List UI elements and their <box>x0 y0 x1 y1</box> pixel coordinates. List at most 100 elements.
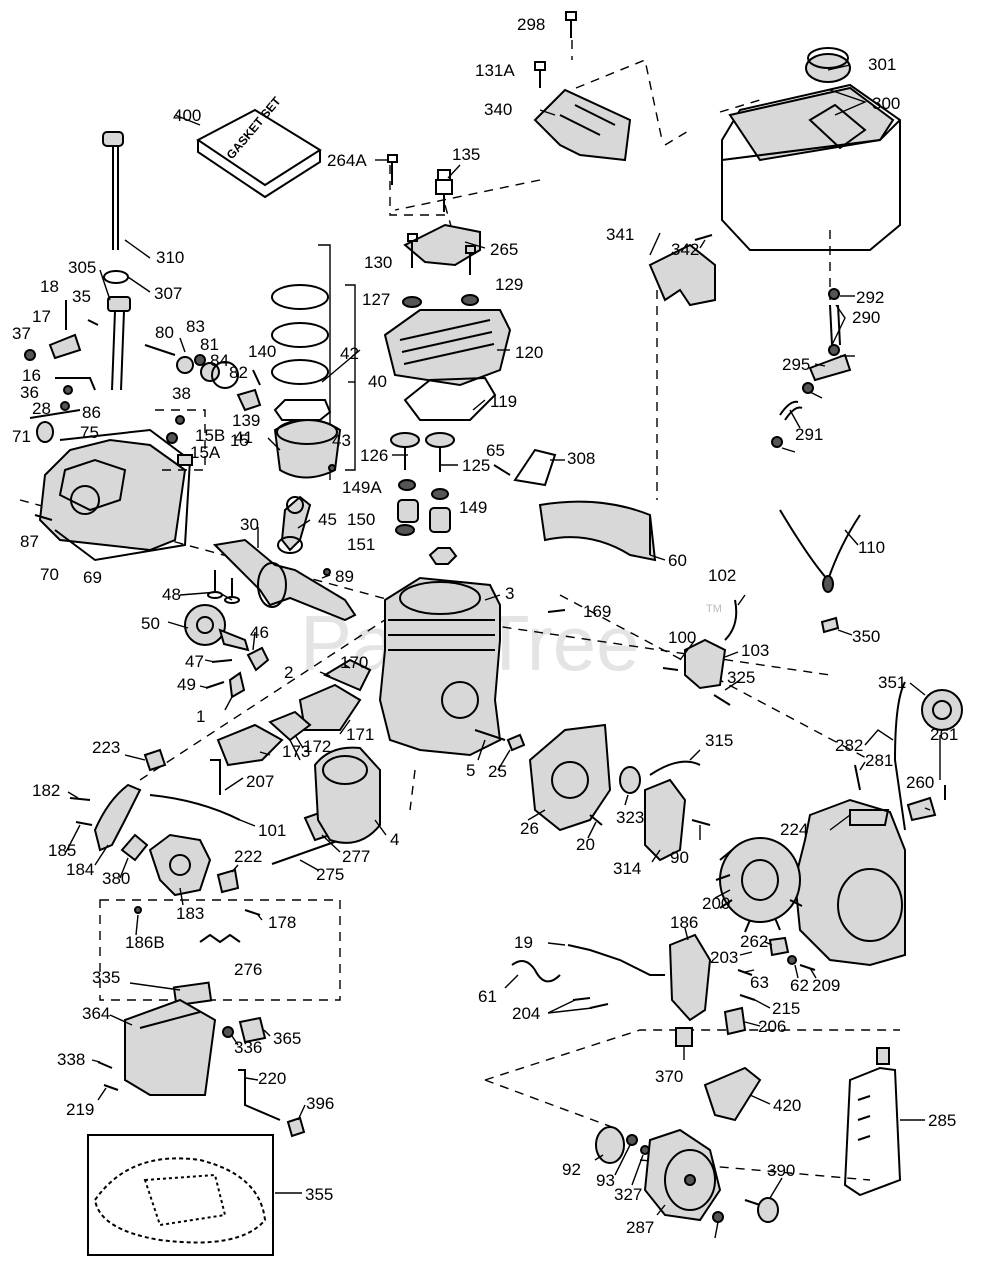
spring-19 <box>511 960 561 983</box>
part-label: 295 <box>782 355 810 374</box>
part-label: 103 <box>741 641 769 660</box>
part-label: 30 <box>240 515 259 534</box>
part-label: 200 <box>702 894 730 913</box>
part-label: 300 <box>872 94 900 113</box>
intake-pipe-185 <box>93 783 142 852</box>
camshaft-gear-50 <box>184 604 250 652</box>
part-139 <box>236 388 262 412</box>
module-100 <box>684 638 727 690</box>
gasket-set-label: GASKET SET <box>224 94 284 162</box>
seal-151a <box>395 524 415 536</box>
part-label: 219 <box>66 1100 94 1119</box>
part-label: 5 <box>466 761 475 780</box>
pin-80 <box>144 344 176 356</box>
nut-151b <box>428 547 458 565</box>
part-label: 215 <box>772 999 800 1018</box>
part-label: 26 <box>520 819 539 838</box>
part-label: 323 <box>616 808 644 827</box>
washer-63 <box>787 955 797 965</box>
part-label: 173 <box>282 742 310 761</box>
bolt-140 <box>252 369 261 386</box>
washer-92 <box>626 1134 638 1146</box>
nut-5 <box>506 733 526 752</box>
seal-75 <box>36 421 54 443</box>
head-gasket-119 <box>403 376 497 421</box>
part-label: 170 <box>340 653 368 672</box>
part-label: 40 <box>368 372 387 391</box>
bolt-62 <box>799 964 816 971</box>
part-label: 62 <box>790 976 809 995</box>
part-label: 172 <box>303 737 331 756</box>
bolt-261 <box>854 764 861 791</box>
part-label: 100 <box>668 628 696 647</box>
part-label: 265 <box>490 240 518 259</box>
part-label: 84 <box>210 351 229 370</box>
part-label: 65 <box>486 441 505 460</box>
part-label: 35 <box>72 287 91 306</box>
part-label: 140 <box>248 342 276 361</box>
part-label: 16 <box>22 366 41 385</box>
part-label: 61 <box>478 987 497 1006</box>
breather-15 <box>155 409 206 471</box>
bolt-298 <box>565 11 577 38</box>
part-label: 93 <box>596 1171 615 1190</box>
fuel-cap-301 <box>805 47 851 83</box>
part-label: 355 <box>305 1185 333 1204</box>
part-label: 260 <box>906 773 934 792</box>
part-label: 37 <box>12 324 31 343</box>
piston-rings-42 <box>271 284 332 421</box>
spring-186B <box>199 933 241 944</box>
part-label: 186B <box>125 933 165 952</box>
part-label: 36 <box>20 383 39 402</box>
part-label: 149A <box>342 478 382 497</box>
pin-89 <box>323 568 331 576</box>
part-label: 186 <box>670 913 698 932</box>
part-61 <box>768 936 790 957</box>
part-labels: 298 131A 340 301 300 400 264A 135 265 31… <box>12 15 958 1237</box>
backplate-25 <box>528 723 612 832</box>
part-label: 28 <box>32 399 51 418</box>
part-label: 307 <box>154 284 182 303</box>
bolt-3 <box>547 609 566 613</box>
wire-harness-110 <box>779 509 861 582</box>
part-label: 41 <box>234 428 253 447</box>
part-label: 25 <box>488 762 507 781</box>
spacer-20 <box>619 766 641 794</box>
part-label: 207 <box>246 772 274 791</box>
part-label: 350 <box>852 627 880 646</box>
pin-4 <box>474 729 506 741</box>
screw-336 <box>97 1061 113 1069</box>
part-label: 2 <box>284 663 293 682</box>
part-label: 131A <box>475 61 515 80</box>
tappets-48 <box>207 570 240 604</box>
gasket-set-box-400: GASKET SET <box>196 94 322 199</box>
part-label: 169 <box>583 602 611 621</box>
part-label: 86 <box>82 403 101 422</box>
part-label: 151 <box>347 535 375 554</box>
screw-209a <box>572 997 591 1001</box>
part-label: 262 <box>740 932 768 951</box>
part-label: 15 <box>230 431 249 450</box>
part-label: 60 <box>668 551 687 570</box>
gasket-172 <box>216 723 284 767</box>
carburetor-380 <box>148 833 212 897</box>
nut-287 <box>712 1211 724 1223</box>
cylinder-head-120 <box>383 309 512 387</box>
terminal-206 <box>675 1027 693 1047</box>
part-label: 325 <box>727 668 755 687</box>
part-281 <box>906 796 937 822</box>
starter-390 <box>643 1128 722 1222</box>
part-label: 92 <box>562 1160 581 1179</box>
part-label: 119 <box>490 392 517 411</box>
part-label: 82 <box>229 363 248 382</box>
bolt-103 <box>713 694 731 706</box>
part-49 <box>228 671 246 699</box>
bolt-47 <box>205 681 225 689</box>
switch-215 <box>723 1006 747 1036</box>
wire-323 <box>649 760 701 776</box>
governor-linkage <box>24 300 99 411</box>
fuel-tank-300 <box>721 83 901 251</box>
part-label: 90 <box>670 848 689 867</box>
part-label: 127 <box>362 290 390 309</box>
bracket-183 <box>216 868 240 894</box>
